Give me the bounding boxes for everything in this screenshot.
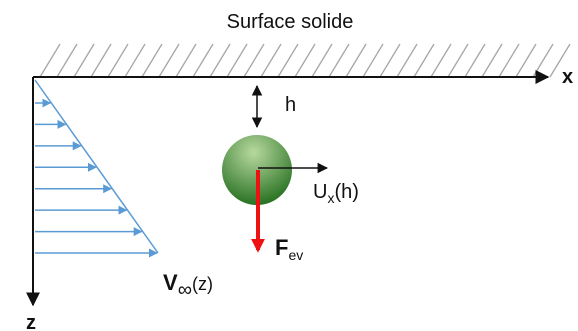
velocity-label-arg: (h) <box>334 181 358 203</box>
velocity-profile-line <box>34 79 159 254</box>
hatch-line <box>175 43 197 78</box>
hatch-line <box>447 43 469 78</box>
hatch-line <box>362 43 384 78</box>
velocity-profile-arrows <box>35 98 158 258</box>
surface-title: Surface solide <box>227 11 354 33</box>
x-axis-label: x <box>562 66 573 88</box>
profile-label-arg: (z) <box>192 274 213 294</box>
hatch-line <box>56 43 78 78</box>
hatch-line <box>413 43 435 78</box>
surface-hatching <box>39 43 571 78</box>
gap-label: h <box>285 94 296 116</box>
hatch-line <box>515 43 537 78</box>
hatch-line <box>90 43 112 78</box>
hatch-line <box>192 43 214 78</box>
hatch-line <box>39 43 61 78</box>
hatch-line <box>107 43 129 78</box>
velocity-label-sub: x <box>327 190 334 206</box>
force-label: Fev <box>275 235 303 263</box>
hatch-line <box>464 43 486 78</box>
hatch-line <box>294 43 316 78</box>
hatch-line <box>379 43 401 78</box>
hatch-line <box>243 43 265 78</box>
profile-label-sub: ∞ <box>178 279 192 301</box>
hatch-line <box>124 43 146 78</box>
hatch-line <box>430 43 452 78</box>
hatch-line <box>260 43 282 78</box>
hatch-line <box>532 43 554 78</box>
hatch-line <box>311 43 333 78</box>
hatch-line <box>73 43 95 78</box>
hatch-line <box>141 43 163 78</box>
profile-label: V∞(z) <box>163 270 213 301</box>
hatch-line <box>498 43 520 78</box>
force-label-main: F <box>275 235 288 260</box>
force-label-sub: ev <box>288 247 303 263</box>
hatch-line <box>226 43 248 78</box>
hatch-line <box>277 43 299 78</box>
hatch-line <box>481 43 503 78</box>
velocity-label: Ux(h) <box>313 181 359 206</box>
profile-label-main: V <box>163 270 178 295</box>
hatch-line <box>328 43 350 78</box>
z-axis-label: z <box>26 312 36 331</box>
hatch-line <box>549 43 571 78</box>
velocity-label-main: U <box>313 181 327 203</box>
hatch-line <box>209 43 231 78</box>
hatch-line <box>158 43 180 78</box>
hatch-line <box>396 43 418 78</box>
hatch-line <box>345 43 367 78</box>
